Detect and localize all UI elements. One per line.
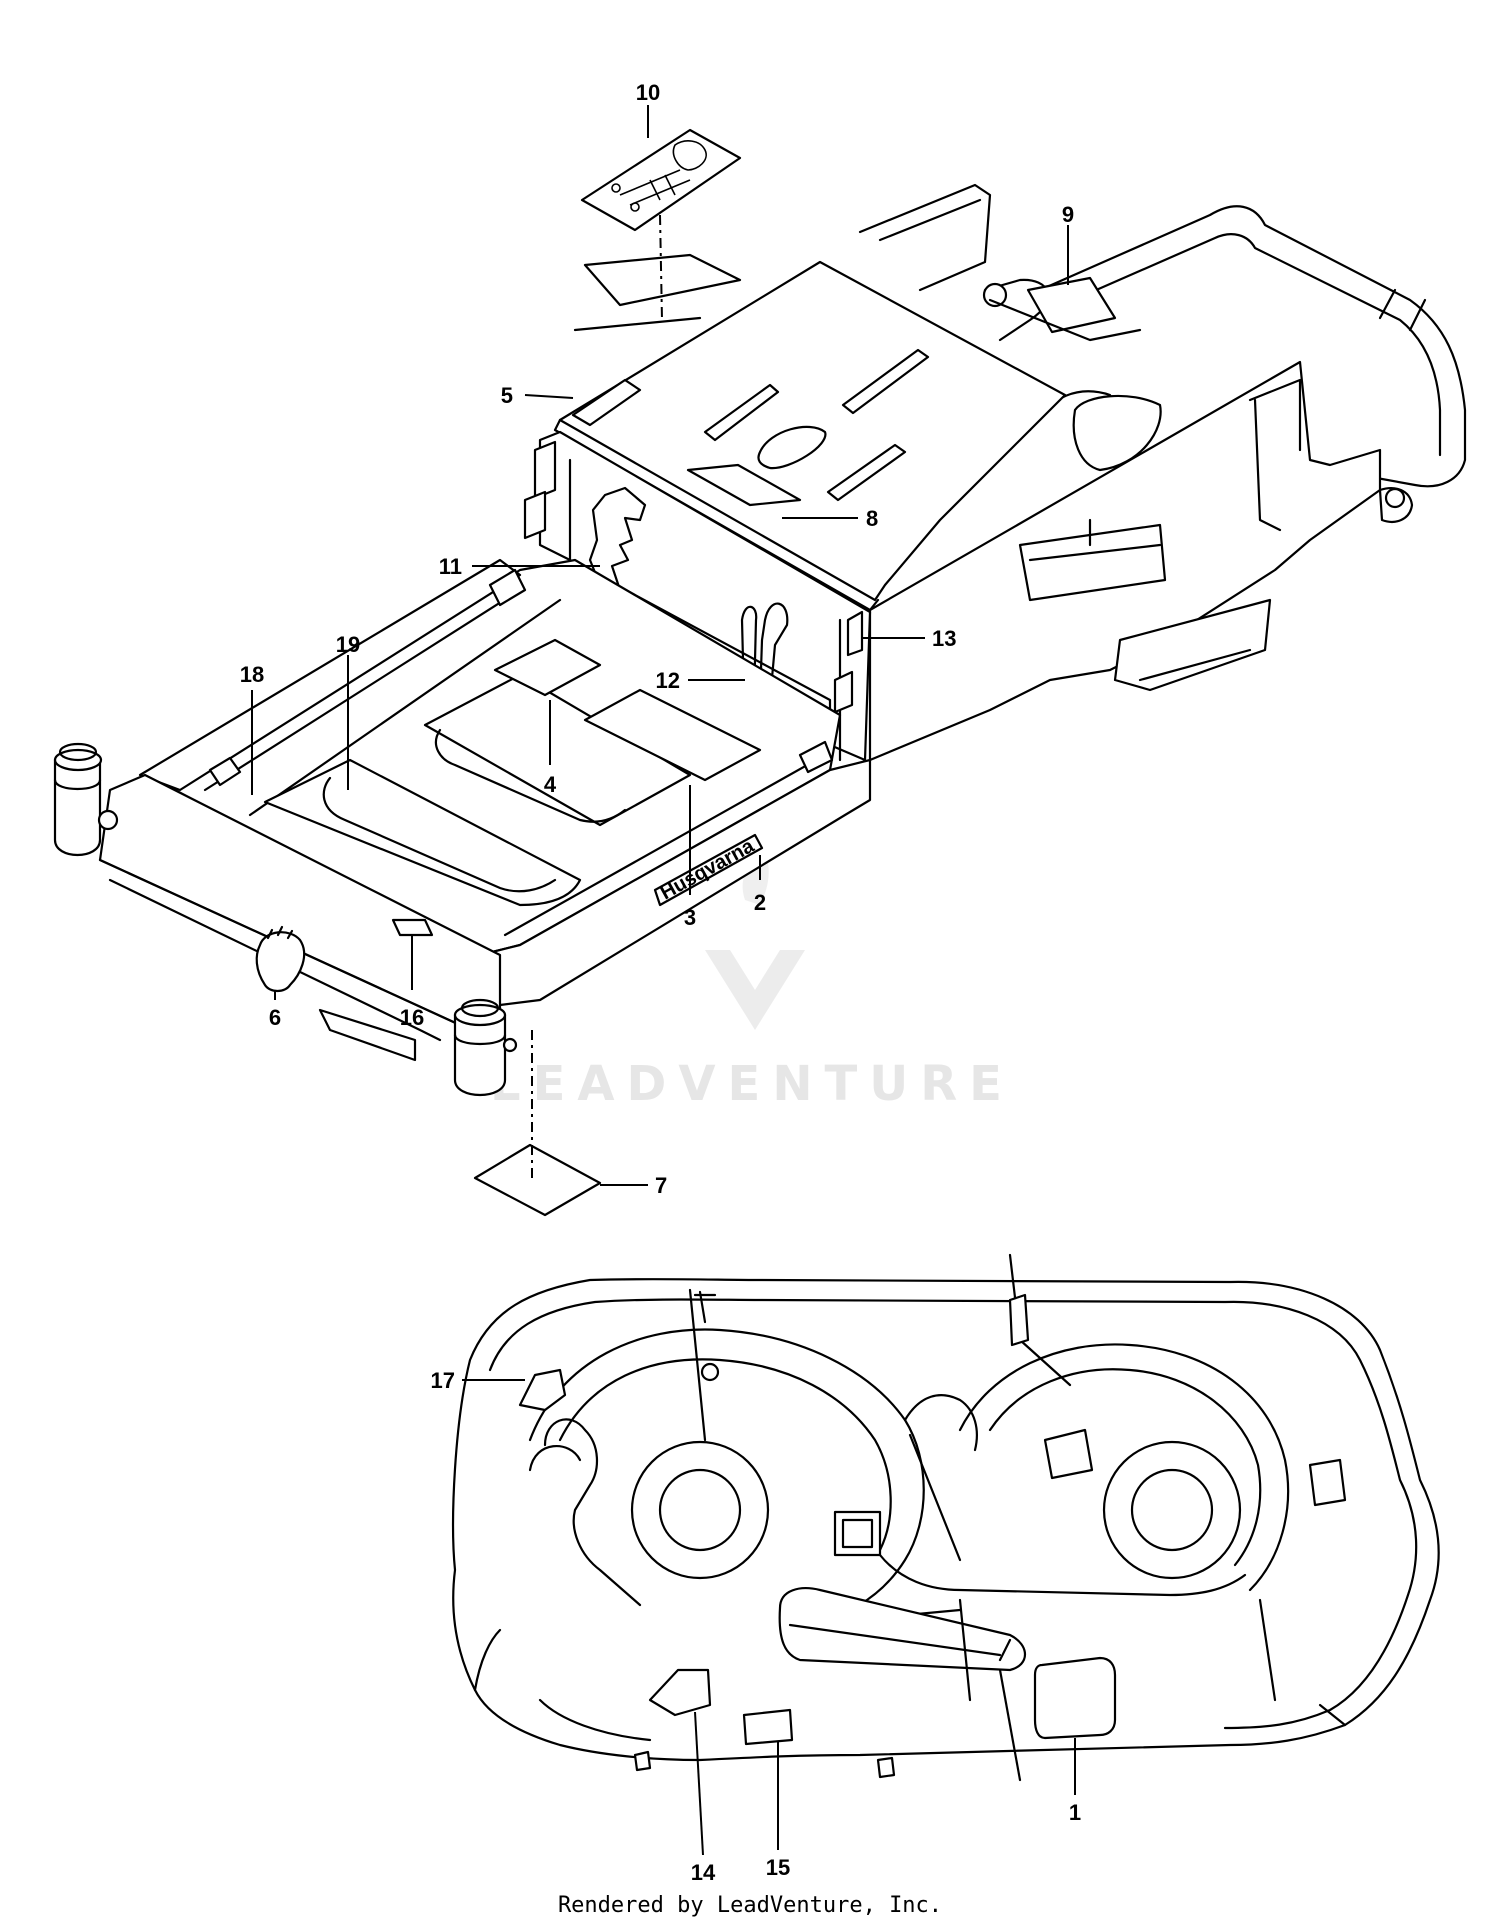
watermark: LEADVENTURE <box>490 835 1014 1112</box>
left-spindle-dome <box>528 1328 925 1627</box>
right-caster <box>453 998 518 1097</box>
callout-2: 2 <box>754 890 766 915</box>
decal-10 <box>580 128 742 232</box>
decal-13 <box>846 610 864 657</box>
callout-19: 19 <box>336 632 360 657</box>
watermark-text: LEADVENTURE <box>490 1056 1014 1112</box>
rear-handle-bar <box>1038 205 1467 488</box>
decal-5 <box>571 378 642 427</box>
callout-7: 7 <box>655 1173 667 1198</box>
callout-9: 9 <box>1062 202 1074 227</box>
decal-9 <box>1026 276 1117 334</box>
callout-13: 13 <box>932 626 956 651</box>
callout-4: 4 <box>544 772 557 797</box>
decal-7 <box>473 1143 602 1217</box>
mower-deck <box>452 1253 1440 1782</box>
callouts: 1 2 3 4 5 6 7 8 9 10 11 12 13 <box>240 80 1081 1885</box>
callout-5: 5 <box>501 383 513 408</box>
callout-11: 11 <box>439 554 462 579</box>
decal-1 <box>1033 1656 1117 1740</box>
floor-panel-4 <box>493 638 602 697</box>
decal-8 <box>686 463 802 507</box>
left-caster <box>53 742 119 857</box>
callout-3: 3 <box>684 905 696 930</box>
decal-14 <box>648 1668 712 1717</box>
callout-18: 18 <box>240 662 264 687</box>
callout-6: 6 <box>269 1005 281 1030</box>
floor-panel-19 <box>263 758 582 907</box>
frame-assembly: Husqvarna <box>53 128 1467 1217</box>
callout-8: 8 <box>866 506 878 531</box>
callout-16: 16 <box>400 1005 424 1030</box>
deck-outer-shell <box>452 1278 1440 1762</box>
right-side-panel <box>868 360 1382 762</box>
decal-15 <box>742 1708 794 1746</box>
footer-credit: Rendered by LeadVenture, Inc. <box>557 1893 943 1918</box>
right-spindle-dome <box>958 1343 1290 1592</box>
decal-17 <box>518 1368 567 1412</box>
callout-15: 15 <box>766 1855 790 1880</box>
callout-1: 1 <box>1069 1800 1081 1825</box>
callout-17: 17 <box>431 1368 455 1393</box>
floor-panel-3 <box>423 673 692 827</box>
callout-14: 14 <box>691 1860 716 1885</box>
decal-6 <box>255 931 306 993</box>
watermark-logo-icon <box>705 950 805 1030</box>
callout-12: 12 <box>656 668 680 693</box>
callout-10: 10 <box>636 80 660 105</box>
decal-16 <box>391 918 434 937</box>
